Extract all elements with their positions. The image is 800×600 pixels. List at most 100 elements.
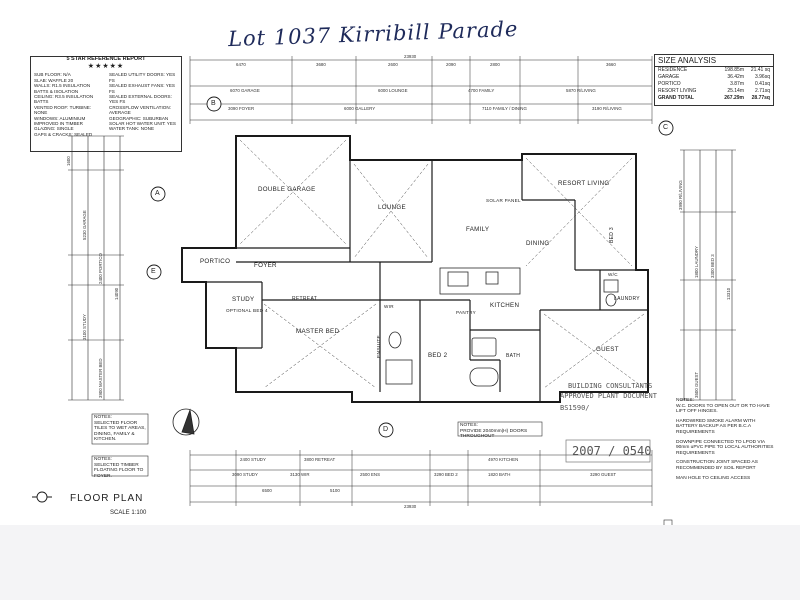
room-guest: GUEST <box>596 346 619 353</box>
dim-bottom: 6500 <box>262 488 272 493</box>
report-item: SLAB: WAFFLE 20 <box>34 77 74 83</box>
room-study: STUDY <box>232 296 255 303</box>
report-left-column: SUB FLOOR: N/A SLAB: WAFFLE 20 WALLS: R1… <box>34 72 103 137</box>
room-study-optional: OPTIONAL BED 4 <box>226 308 268 313</box>
dim-third: 7110 FAMILY / DINING <box>482 106 527 111</box>
scale-label: SCALE 1:100 <box>110 510 147 516</box>
report-item: CROSSFLOW VENTILATION: AVERAGE <box>109 104 171 116</box>
dim-top: 6470 <box>236 62 246 67</box>
dim-bottom: 5100 <box>330 488 340 493</box>
room-kitchen: KITCHEN <box>490 302 520 309</box>
stamp-reference: BS1590/ <box>560 404 590 412</box>
dim-left: 1600 <box>66 156 71 166</box>
dim-right: 1800 LAUNDRY <box>694 246 699 278</box>
dim-top: 3660 <box>606 62 616 67</box>
room-lounge: LOUNGE <box>378 204 406 211</box>
dim-top: 3680 <box>316 62 326 67</box>
notes-doors: NOTES: PROVIDE 2040mm(H) DOORS THROUGHOU… <box>460 423 528 440</box>
dim-bottom: 3130 WIR <box>290 472 310 477</box>
section-marker-b: B <box>211 100 216 107</box>
dim-second: 6070 GARAGE <box>230 88 260 93</box>
room-family: FAMILY <box>466 226 490 233</box>
dim-bottom: 3800 RETREAT <box>304 457 336 462</box>
solar-panel-label: SOLAR PANEL <box>486 198 521 203</box>
dim-second: 4700 FAMILY <box>468 88 495 93</box>
report-item: GLAZING: SINGLE <box>34 126 74 132</box>
section-marker-e: E <box>151 268 156 275</box>
section-marker-c: C <box>663 124 669 131</box>
report-item: WATER TANK: NONE <box>109 126 155 132</box>
room-master-bed: MASTER BED <box>296 328 340 335</box>
dim-right: 13310 <box>726 287 731 300</box>
room-bath: BATH <box>506 353 521 359</box>
dim-left: 2400 PORTICO <box>98 253 103 284</box>
dim-bottom: 4970 KITCHEN <box>488 457 519 462</box>
stamp-number: 2007 / 0540 <box>572 444 652 458</box>
dim-bottom: 3290 GUEST <box>590 472 617 477</box>
report-item: WINDOWS: ALUMINIUM IMPROVED IN TIMBER <box>34 115 86 127</box>
dim-left: 5230 GARAGE <box>82 210 87 240</box>
report-item: WALLS: R1.5 INSULATION BATTS & ISOLATION <box>34 83 91 94</box>
dim-second: 6000 LOUNGE <box>378 88 408 93</box>
section-marker-a: A <box>155 190 160 197</box>
rating-stars-icon: ★★★★★ <box>87 63 125 71</box>
dim-overall-bottom: 23930 <box>404 504 417 509</box>
dim-right: 3300 BED 3 <box>710 254 715 278</box>
room-bed2: BED 2 <box>428 352 448 359</box>
report-item: SEALED EXHAUST FANS: YES FS <box>109 83 175 94</box>
report-item: GEOGRAPHIC: SUBURBAN <box>109 115 169 121</box>
room-portico: PORTICO <box>200 258 231 265</box>
stamp-consultants: BUILDING CONSULTANTS <box>568 382 653 390</box>
dim-bottom: 2400 STUDY <box>240 457 266 462</box>
dim-second: 5870 R/LIVING <box>566 88 596 93</box>
dim-bottom: 3290 BED 2 <box>434 472 458 477</box>
dim-overall-top: 23930 <box>404 54 417 59</box>
section-marker-d: D <box>383 426 389 433</box>
report-right-column: SEALED UTILITY DOORS: YES FS SEALED EXHA… <box>109 72 178 137</box>
report-item: VENTED ROOF: TURBINE: NONE <box>34 104 92 116</box>
size-analysis-heading: SIZE ANALYSIS <box>655 55 773 67</box>
room-ensuite: ENSUITE <box>376 335 382 358</box>
report-item: CEILING: R3.5 INSULATION BATTS <box>34 94 94 105</box>
report-item: SUB FLOOR: N/A <box>34 72 71 78</box>
dim-left: 14090 <box>114 287 119 300</box>
dim-third: 3190 R/LIVING <box>592 106 622 111</box>
dim-third: 3090 FOYER <box>228 106 255 111</box>
notes-floor-tiles: NOTES: SELECTED FLOOR TILES TO WET AREAS… <box>94 415 146 443</box>
notes-timber-floor: NOTES: SELECTED TIMBER FLOATING FLOOR TO… <box>94 457 144 479</box>
report-item: SEALED UTILITY DOORS: YES FS <box>109 72 176 83</box>
dim-bottom: 1820 BATH <box>488 472 511 477</box>
dim-left: 3900 MASTER BED <box>98 358 103 398</box>
room-wc: W/C <box>608 272 618 277</box>
room-double-garage: DOUBLE GARAGE <box>258 186 316 193</box>
notes-right: NOTES: W.C. DOORS TO OPEN OUT OR TO HAVE… <box>676 398 774 481</box>
room-resort-living: RESORT LIVING <box>558 180 610 187</box>
dim-bottom: 2500 ENS <box>360 472 381 477</box>
room-wir: WIR <box>384 304 394 309</box>
room-bed3: BED 3 <box>608 227 615 243</box>
dim-right: 3500 GUEST <box>694 371 699 398</box>
room-dining: DINING <box>526 240 550 247</box>
dim-top: 2090 <box>446 62 456 67</box>
room-laundry: LAUNDRY <box>614 296 640 302</box>
report-item: SOLAR HOT WATER UNIT: YES <box>109 121 176 127</box>
dim-top: 2800 <box>490 62 500 67</box>
floor-plan-label: FLOOR PLAN <box>70 493 144 504</box>
room-foyer: FOYER <box>254 262 277 269</box>
dim-right: 3990 R/LIVING <box>678 180 683 210</box>
reference-report-heading: 5 STAR REFERENCE REPORT <box>66 56 146 62</box>
room-retreat: RETREAT <box>292 296 318 302</box>
room-pantry: PANTRY <box>456 310 477 315</box>
report-item: GAPS & CRACKS: SEALED <box>34 131 93 137</box>
stamp-approved: APPROVED PLANT DOCUMENT <box>560 392 657 400</box>
report-item: SEALED EXTERNAL DOORS: YES FS <box>109 94 172 105</box>
dim-third: 6000 GALLERY <box>344 106 376 111</box>
